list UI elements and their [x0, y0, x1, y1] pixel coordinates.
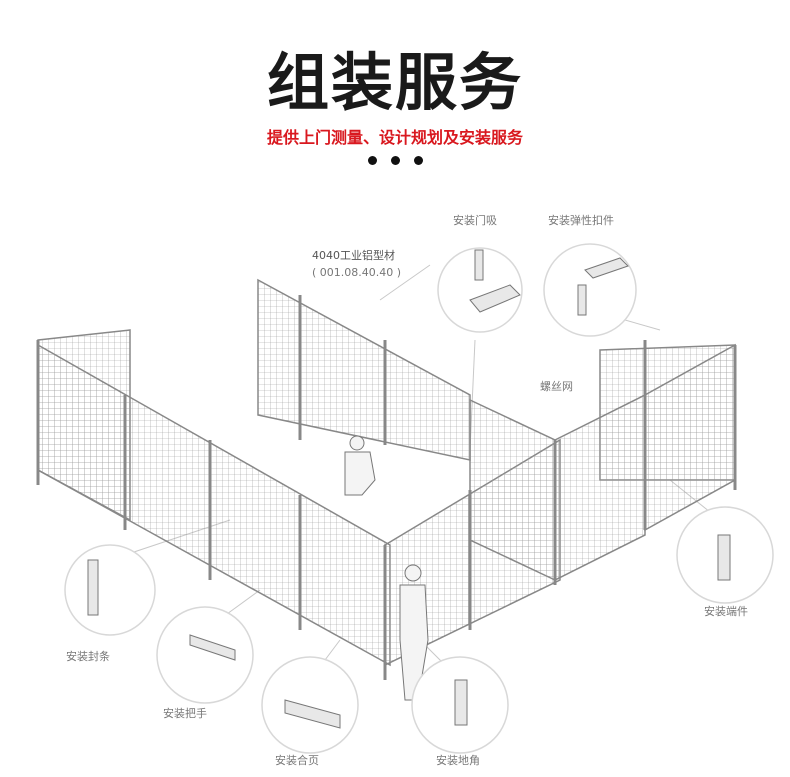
- label-end-cap: 安装端件: [704, 605, 748, 618]
- dot: [390, 156, 400, 165]
- dot: [367, 156, 377, 165]
- callout-handle: [156, 606, 254, 704]
- callout-seal-strip: [64, 544, 156, 636]
- page-subtitle: 提供上门测量、设计规划及安装服务: [266, 128, 523, 147]
- label-foot: 安装地角: [436, 754, 480, 767]
- label-door-suction: 安装门吸: [453, 214, 497, 227]
- front-fence: [36, 329, 736, 680]
- label-profile-name: 4040工业铝型材: [312, 249, 395, 262]
- worker-figures: [344, 435, 429, 701]
- callout-door-suction: [437, 247, 523, 333]
- dot: [413, 156, 423, 165]
- label-handle: 安装把手: [163, 707, 207, 720]
- label-seal-strip: 安装封条: [66, 650, 110, 663]
- callout-hinge: [261, 656, 359, 754]
- callout-elastic-clip: [543, 243, 637, 337]
- page-title: 组装服务: [266, 46, 523, 119]
- label-wire-mesh: 螺丝网: [540, 380, 573, 393]
- decorative-dots: [0, 150, 790, 169]
- label-elastic-clip: 安装弹性扣件: [548, 214, 614, 227]
- label-hinge: 安装合页: [275, 754, 319, 767]
- label-profile-code: ( 001.08.40.40 ): [312, 266, 402, 279]
- part-drawings: [87, 249, 731, 729]
